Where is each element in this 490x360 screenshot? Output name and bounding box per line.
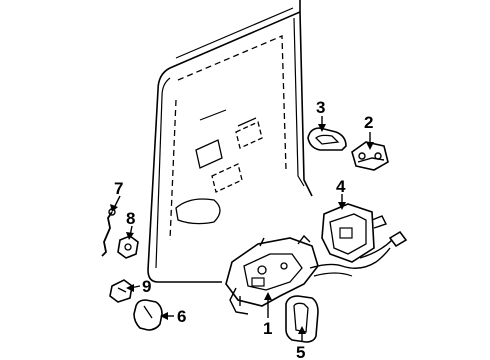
callout-4: 4 [336,177,346,196]
door-panel [147,0,313,283]
arrow-head-2 [366,142,374,150]
callout-1: 1 [263,319,272,338]
arrow-head-5 [298,326,306,334]
callout-6: 6 [177,307,186,326]
callout-9: 9 [142,277,151,296]
callout-7: 7 [114,179,123,198]
arrow-head-4 [338,202,346,210]
callout-8: 8 [126,209,135,228]
part-9-clip [109,279,133,303]
part-5-inside-handle [285,295,319,343]
arrow-head-1 [264,292,272,300]
leader-lines [110,116,374,342]
callout-3: 3 [316,98,325,117]
arrow-head-7 [110,204,118,212]
arrow-head-6 [160,312,168,320]
callout-2: 2 [364,113,373,132]
arrow-head-9 [126,284,134,292]
callout-5: 5 [296,343,305,360]
part-7-rod [101,208,116,257]
callout-labels: 1 2 3 4 5 6 7 8 9 [114,98,373,360]
part-4-actuator [321,203,408,263]
part-8-cylinder [117,235,139,259]
part-6-clip [133,299,163,331]
part-3-bezel [307,127,347,151]
arrow-head-3 [318,124,326,132]
part-1-latch [225,234,391,315]
arrow-head-8 [126,232,134,240]
